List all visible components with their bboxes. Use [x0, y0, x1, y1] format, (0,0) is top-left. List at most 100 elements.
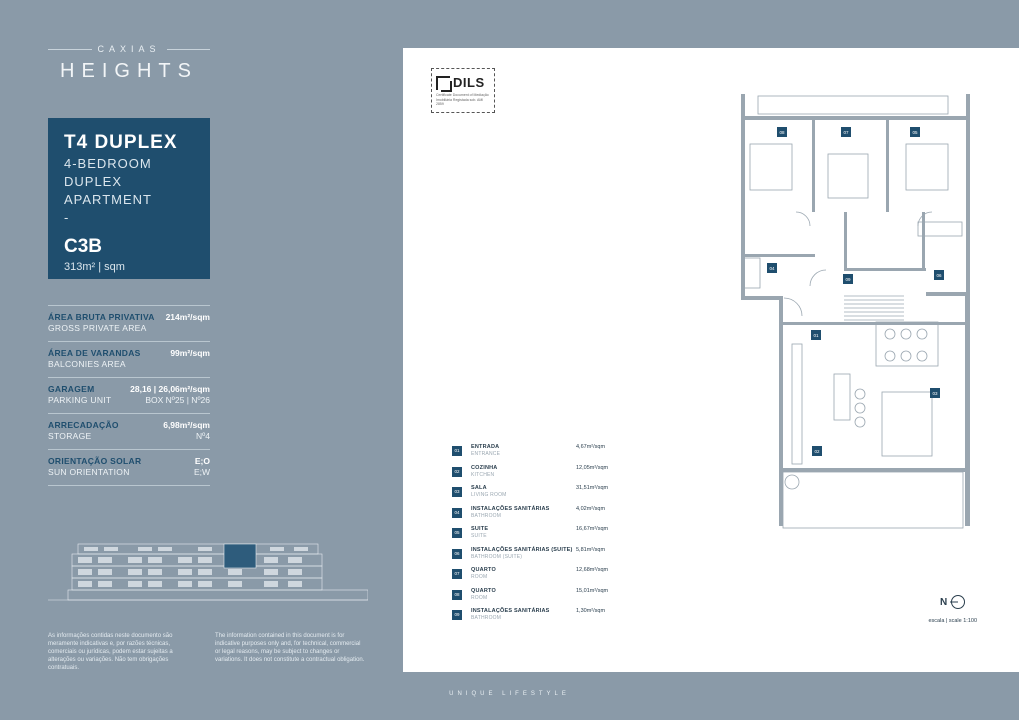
legend-room-pt: INSTALAÇÕES SANITÁRIAS (SUITE)	[471, 546, 573, 553]
spec-value-en: Nº4	[196, 431, 210, 441]
legend-room-en: BATHROOM	[471, 512, 502, 519]
legend-room-pt: SUITE	[471, 526, 489, 532]
footer-tagline: UNIQUE LIFESTYLE	[449, 691, 570, 697]
floor-plan-sheet: DILS Certificate Document of Mediação Im…	[403, 48, 1019, 672]
legend-number: 01	[452, 446, 462, 456]
legend-area: 31,51m²/sqm	[576, 485, 609, 491]
legend-room-pt: INSTALAÇÕES SANITÁRIAS	[471, 608, 550, 614]
legend-room-en: KITCHEN	[471, 471, 495, 478]
legend-room-pt: ENTRADA	[471, 444, 500, 450]
legend-area: 1,30m²/sqm	[576, 608, 606, 614]
room-label-07: 07	[843, 130, 849, 135]
spec-label-en: SUN ORIENTATION	[48, 467, 130, 477]
legend-room-pt: COZINHA	[471, 464, 498, 471]
room-label-08: 08	[779, 130, 785, 135]
spec-item: ÁREA DE VARANDAS 99m²/sqm BALCONIES AREA	[48, 342, 210, 378]
apartment-type-sub-1: 4-BEDROOM	[64, 156, 152, 171]
compass-icon	[950, 595, 966, 609]
spec-item: ORIENTAÇÃO SOLAR E;O SUN ORIENTATION E;W	[48, 450, 210, 486]
room-label-05: 05	[912, 130, 918, 135]
legend-number: 09	[452, 610, 462, 620]
legend-room-en: BATHROOM (SUITE)	[471, 553, 523, 560]
brand-name: HEIGHTS	[60, 60, 198, 82]
legend-number: 08	[452, 589, 462, 600]
apartment-type-sub-3: APARTMENT	[64, 192, 152, 207]
room-label-09: 09	[845, 277, 851, 282]
spec-label-en: STORAGE	[48, 431, 92, 441]
legend-room-pt: QUARTO	[471, 567, 496, 573]
apartment-type-box: T4 DUPLEX 4-BEDROOM DUPLEX APARTMENT - C…	[48, 118, 210, 279]
north-label: N	[940, 596, 948, 608]
spec-label-en: BALCONIES AREA	[48, 359, 126, 369]
legend-room-pt: QUARTO	[471, 587, 496, 594]
spec-label-en: PARKING UNIT	[48, 395, 112, 405]
apartment-type-separator: -	[64, 210, 70, 225]
spec-item: ARRECADAÇÃO 6,98m²/sqm STORAGE Nº4	[48, 414, 210, 450]
apartment-total-area: 313m² | sqm	[64, 261, 125, 273]
dils-name: DILS	[453, 75, 485, 90]
legend-room-en: LIVING ROOM	[471, 492, 507, 498]
spec-label: ÁREA DE VARANDAS	[48, 348, 141, 358]
legend-area: 4,02m²/sqm	[576, 505, 606, 512]
legend-room-en: BATHROOM	[471, 615, 502, 621]
spec-item: ÁREA BRUTA PRIVATIVA 214m²/sqm GROSS PRIV…	[48, 306, 210, 342]
apartment-code: C3B	[64, 236, 103, 257]
spec-value: 99m²/sqm	[170, 348, 210, 358]
room-label-03: 03	[932, 391, 938, 396]
legend-area: 12,68m²/sqm	[576, 567, 609, 573]
spec-list: ÁREA BRUTA PRIVATIVA 214m²/sqm GROSS PRIV…	[48, 305, 210, 486]
legend-number: 05	[452, 528, 462, 538]
scale-label: escala | scale 1:100	[928, 618, 977, 624]
spec-label: GARAGEM	[48, 384, 95, 394]
legend-item: 06 INSTALAÇÕES SANITÁRIAS (SUITE)BATHROO…	[452, 547, 632, 568]
spec-label-en: GROSS PRIVATE AREA	[48, 323, 147, 333]
spec-label: ARRECADAÇÃO	[48, 420, 119, 430]
spec-value-en: BOX Nº25 | Nº26	[145, 395, 210, 405]
legend-area: 15,01m²/sqm	[576, 587, 609, 594]
legend-area: 16,67m²/sqm	[576, 526, 609, 532]
spec-item: GARAGEM 28,16 | 26,06m²/sqm PARKING UNIT B…	[48, 378, 210, 414]
legend-number: 03	[452, 487, 462, 497]
apartment-type-title: T4 DUPLEX	[64, 132, 178, 153]
legend-area: 5,81m²/sqm	[576, 546, 606, 553]
legend-area: 12,05m²/sqm	[576, 464, 609, 471]
spec-value-en: E;W	[193, 467, 210, 477]
legend-room-en: ROOM	[471, 594, 488, 601]
spec-value: E;O	[194, 456, 210, 466]
spec-label: ÁREA BRUTA PRIVATIVA	[48, 312, 155, 322]
legend-number: 02	[452, 466, 462, 477]
room-label-02: 02	[814, 449, 820, 454]
dils-logo-icon	[436, 75, 452, 92]
dils-sub: Certificate Document of Mediação Imobili…	[436, 93, 489, 106]
footer: UNIQUE LIFESTYLE	[0, 691, 1019, 697]
spec-label: ORIENTAÇÃO SOLAR	[48, 456, 142, 466]
legend-room-en: ROOM	[471, 574, 488, 580]
legend-number: 06	[452, 548, 462, 559]
brand-logo: CAXIAS HEIGHTS	[48, 44, 211, 83]
disclaimer-en: The information contained in this docume…	[215, 633, 365, 663]
legend-room-en: SUITE	[471, 533, 487, 539]
divider	[166, 48, 211, 50]
building-elevation-image	[48, 543, 368, 601]
spec-value: 214m²/sqm	[165, 312, 210, 322]
brand-top-text: CAXIAS	[97, 44, 161, 54]
spec-value: 6,98m²/sqm	[163, 420, 210, 430]
disclaimer-pt: As informações contidas neste documento …	[48, 633, 173, 671]
legend-room-pt: SALA	[471, 485, 487, 491]
legend-area: 4,67m²/sqm	[576, 444, 606, 450]
divider	[48, 48, 92, 50]
north-indicator: N	[940, 594, 966, 610]
spec-value: 28,16 | 26,06m²/sqm	[130, 384, 210, 394]
apartment-type-sub-2: DUPLEX	[64, 174, 123, 189]
room-label-01: 01	[813, 333, 819, 338]
legend-room-en: ENTRANCE	[471, 451, 501, 457]
